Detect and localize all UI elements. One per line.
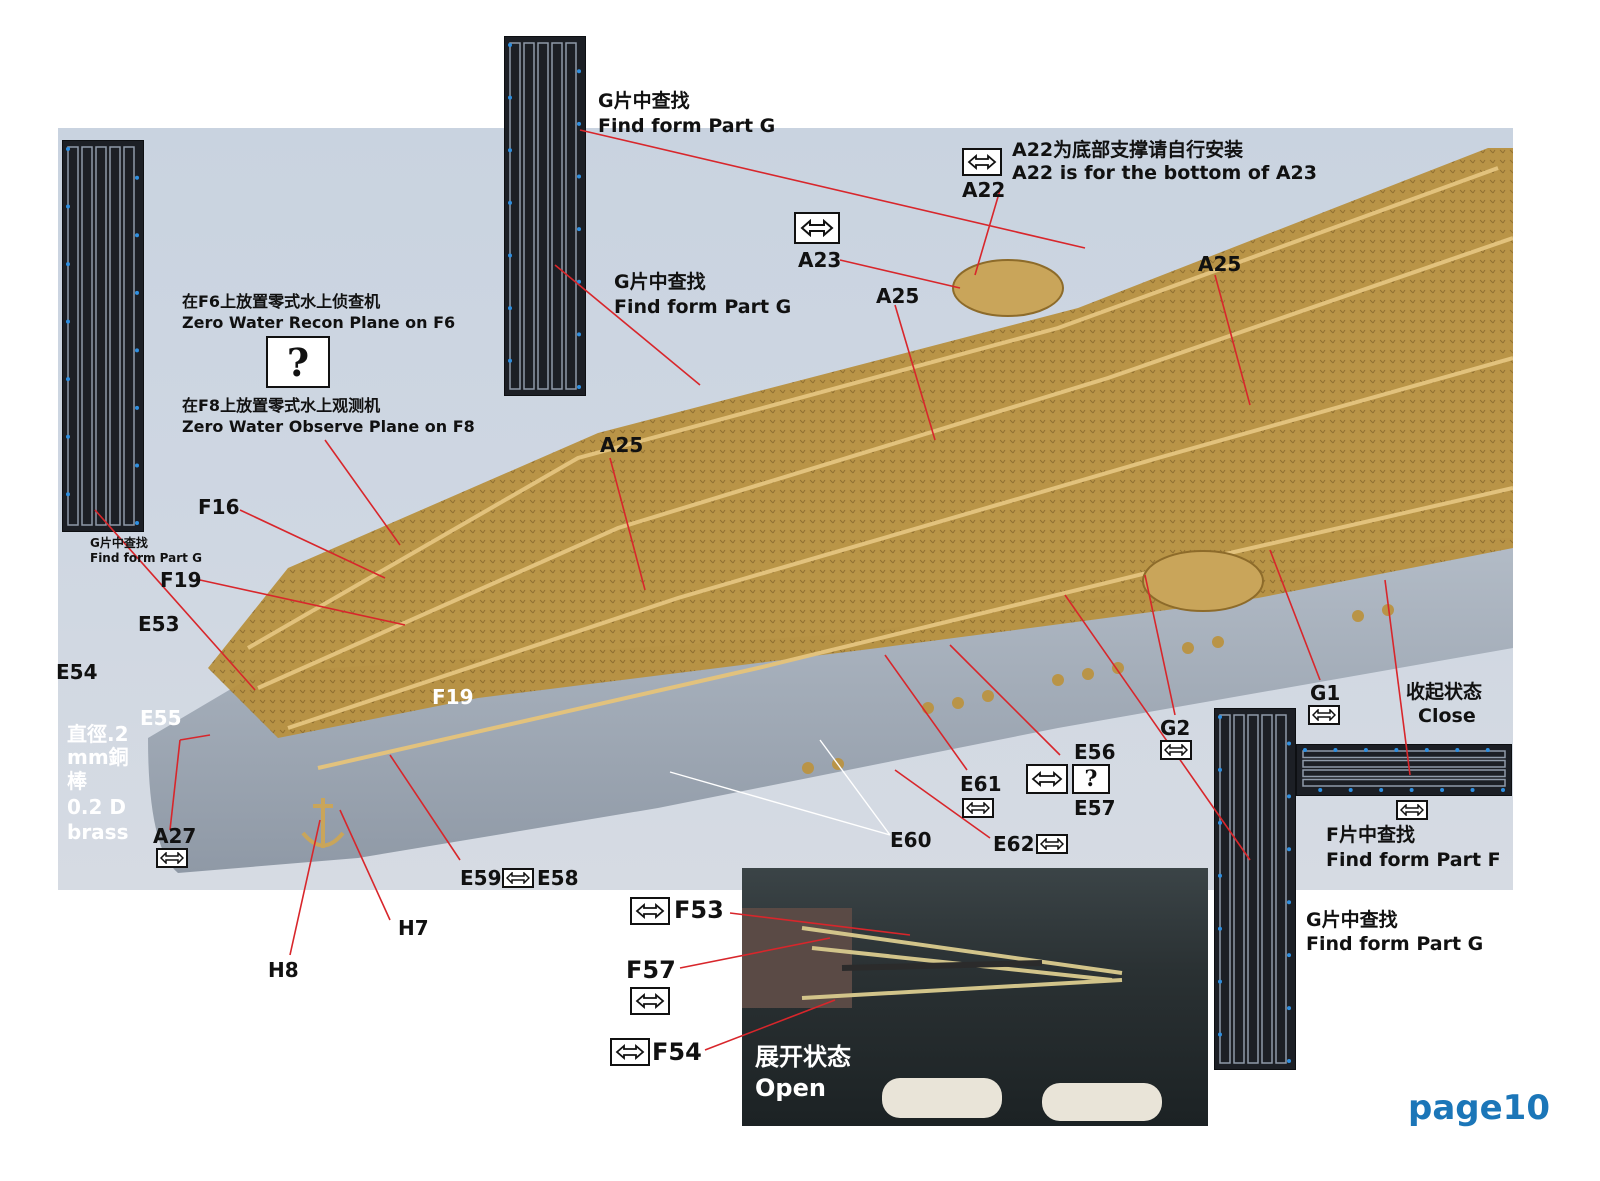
label-f6-cn: 在F6上放置零式水上侦查机 bbox=[182, 292, 381, 311]
label-g-mid-cn: G片中查找 bbox=[614, 271, 706, 293]
double-arrow-icon bbox=[962, 148, 1002, 176]
deck-rails bbox=[247, 166, 1514, 770]
double-arrow-icon bbox=[1308, 705, 1340, 725]
label-g-left-cn: G片中查找 bbox=[90, 536, 148, 550]
label-brass-1: 直徑.2 bbox=[67, 722, 129, 746]
label-e57: E57 bbox=[1074, 796, 1116, 820]
label-f19-a: F19 bbox=[160, 568, 202, 592]
fret-sheet-close bbox=[1296, 744, 1512, 796]
model-photo bbox=[58, 128, 1514, 890]
label-g2: G2 bbox=[1160, 716, 1191, 740]
label-f54: F54 bbox=[652, 1038, 702, 1066]
label-g-right-cn: G片中查找 bbox=[1306, 909, 1398, 931]
label-g-top-en: Find form Part G bbox=[598, 115, 776, 137]
label-f19-b: F19 bbox=[432, 685, 474, 709]
label-h8: H8 bbox=[268, 958, 299, 982]
label-a25-c: A25 bbox=[600, 433, 644, 457]
label-a25-a: A25 bbox=[876, 284, 920, 308]
ship-illustration bbox=[148, 148, 1514, 873]
double-arrow-icon bbox=[1036, 834, 1068, 854]
double-arrow-icon bbox=[502, 868, 534, 888]
page-number: page10 bbox=[1408, 1088, 1550, 1128]
label-open-en: Open bbox=[755, 1074, 826, 1102]
label-a22: A22 bbox=[962, 178, 1006, 202]
label-a25-b: A25 bbox=[1198, 252, 1242, 276]
label-g-right-en: Find form Part G bbox=[1306, 933, 1484, 955]
label-h7: H7 bbox=[398, 916, 429, 940]
label-g1: G1 bbox=[1310, 681, 1341, 705]
fret-sheet-left bbox=[62, 140, 144, 532]
label-f8-cn: 在F8上放置零式水上观测机 bbox=[182, 396, 381, 415]
question-icon: ? bbox=[1072, 764, 1110, 794]
label-g-mid-en: Find form Part G bbox=[614, 296, 792, 318]
label-f57: F57 bbox=[626, 956, 676, 984]
label-f16: F16 bbox=[198, 495, 240, 519]
label-e53: E53 bbox=[138, 612, 180, 636]
double-arrow-icon bbox=[1026, 764, 1068, 794]
label-a22-en: A22 is for the bottom of A23 bbox=[1012, 162, 1317, 184]
boom-detail-photo bbox=[742, 868, 1208, 1126]
label-e59: E59 bbox=[460, 866, 502, 890]
label-brass-3: 棒 bbox=[67, 769, 87, 793]
label-brass-4: 0.2 D bbox=[67, 795, 126, 819]
double-arrow-icon bbox=[630, 897, 670, 925]
platform-g2 bbox=[1142, 550, 1264, 612]
label-a23: A23 bbox=[798, 248, 842, 272]
label-f-en: Find form Part F bbox=[1326, 849, 1501, 871]
label-close-en: Close bbox=[1418, 705, 1476, 727]
label-g-top-cn: G片中查找 bbox=[598, 90, 690, 112]
label-e61: E61 bbox=[960, 772, 1002, 796]
double-arrow-icon bbox=[1396, 800, 1428, 820]
label-e62: E62 bbox=[993, 832, 1035, 856]
label-a22-cn: A22为底部支撑请自行安装 bbox=[1012, 139, 1244, 161]
double-arrow-icon bbox=[1160, 740, 1192, 760]
double-arrow-icon bbox=[610, 1038, 650, 1066]
label-f-cn: F片中查找 bbox=[1326, 824, 1415, 846]
label-e54: E54 bbox=[56, 660, 98, 684]
question-icon: ? bbox=[266, 336, 330, 388]
label-brass-2: mm銅 bbox=[67, 745, 129, 769]
double-arrow-icon bbox=[156, 848, 188, 868]
label-close-cn: 收起状态 bbox=[1406, 681, 1483, 703]
double-arrow-icon bbox=[794, 212, 840, 244]
label-e56: E56 bbox=[1074, 740, 1116, 764]
platform-a23 bbox=[952, 259, 1064, 317]
anchor bbox=[301, 798, 345, 848]
double-arrow-icon bbox=[630, 987, 670, 1015]
label-e60: E60 bbox=[890, 828, 932, 852]
fret-sheet-top bbox=[504, 36, 586, 396]
label-e55: E55 bbox=[140, 706, 182, 730]
label-a27: A27 bbox=[153, 824, 197, 848]
label-f6-en: Zero Water Recon Plane on F6 bbox=[182, 313, 456, 332]
label-f53: F53 bbox=[674, 896, 724, 924]
label-f8-en: Zero Water Observe Plane on F8 bbox=[182, 417, 475, 436]
fret-sheet-right bbox=[1214, 708, 1296, 1070]
label-e58: E58 bbox=[537, 866, 579, 890]
double-arrow-icon bbox=[962, 798, 994, 818]
label-brass-5: brass bbox=[67, 820, 129, 844]
label-g-left-en: Find form Part G bbox=[90, 551, 202, 565]
hull bbox=[148, 538, 1513, 873]
label-open-cn: 展开状态 bbox=[755, 1043, 851, 1071]
